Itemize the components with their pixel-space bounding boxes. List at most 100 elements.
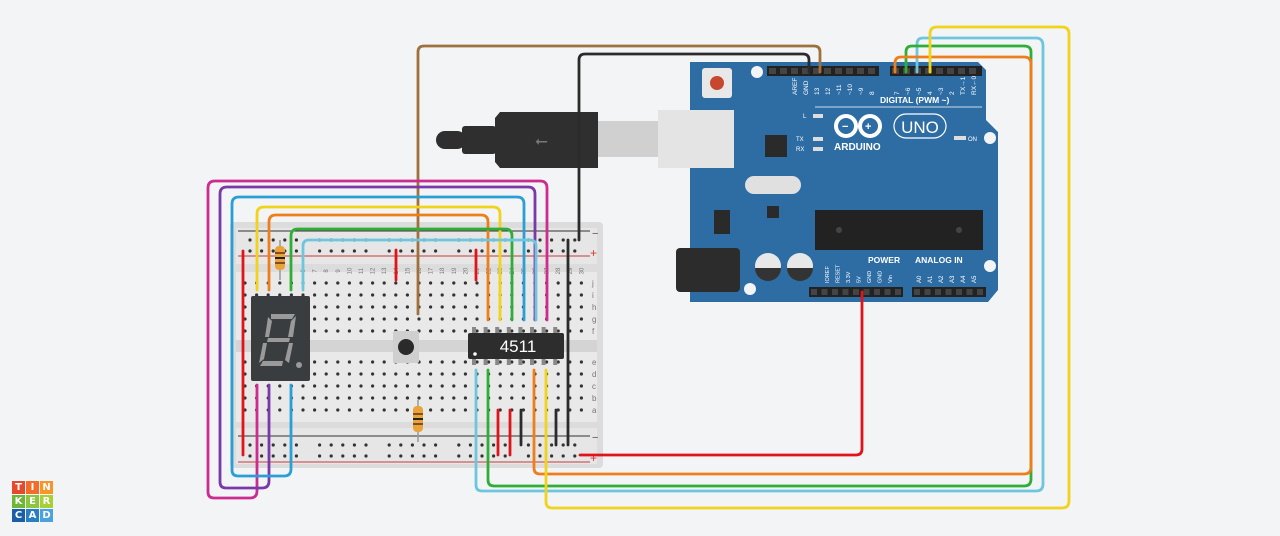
breadboard-hole[interactable] bbox=[313, 329, 317, 333]
breadboard-hole[interactable] bbox=[463, 329, 467, 333]
wire-orange[interactable] bbox=[267, 213, 490, 322]
breadboard-hole[interactable] bbox=[429, 293, 433, 297]
breadboard-hole[interactable] bbox=[405, 396, 409, 400]
wire-yellow[interactable] bbox=[544, 25, 1071, 510]
breadboard-hole[interactable] bbox=[556, 329, 560, 333]
digital-header-left[interactable] bbox=[767, 66, 879, 76]
breadboard-hole[interactable] bbox=[579, 281, 584, 285]
power-jack[interactable] bbox=[676, 248, 740, 292]
rail-hole[interactable] bbox=[457, 249, 461, 253]
breadboard-hole[interactable] bbox=[440, 317, 444, 321]
rail-hole[interactable] bbox=[468, 443, 472, 447]
pushbutton-cap[interactable] bbox=[398, 339, 414, 355]
breadboard-hole[interactable] bbox=[429, 317, 433, 321]
seven-segment-display[interactable] bbox=[251, 296, 310, 381]
header-pin[interactable] bbox=[780, 68, 787, 74]
rail-hole[interactable] bbox=[260, 454, 264, 458]
wire-brown[interactable] bbox=[416, 44, 822, 316]
wire-black[interactable] bbox=[577, 52, 811, 242]
breadboard-hole[interactable] bbox=[475, 329, 479, 333]
breadboard-hole[interactable] bbox=[417, 372, 421, 376]
rail-hole[interactable] bbox=[561, 454, 565, 458]
header-pin[interactable] bbox=[863, 289, 870, 295]
breadboard-hole[interactable] bbox=[533, 360, 537, 364]
rail-hole[interactable] bbox=[329, 454, 333, 458]
breadboard-hole[interactable] bbox=[324, 372, 328, 376]
header-pin[interactable] bbox=[868, 68, 875, 74]
breadboard-hole[interactable] bbox=[452, 329, 456, 333]
breadboard-hole[interactable] bbox=[463, 305, 467, 309]
rail-hole[interactable] bbox=[341, 443, 345, 447]
header-pin[interactable] bbox=[966, 289, 973, 295]
breadboard-hole[interactable] bbox=[278, 384, 282, 388]
breadboard-hole[interactable] bbox=[336, 396, 340, 400]
breadboard-hole[interactable] bbox=[498, 372, 502, 376]
breadboard-hole[interactable] bbox=[289, 293, 293, 297]
rail-hole[interactable] bbox=[248, 443, 252, 447]
breadboard-hole[interactable] bbox=[371, 317, 375, 321]
rail-hole[interactable] bbox=[573, 249, 577, 253]
rail-hole[interactable] bbox=[248, 238, 252, 242]
rail-hole[interactable] bbox=[503, 454, 507, 458]
rail-hole[interactable] bbox=[434, 249, 438, 253]
breadboard-hole[interactable] bbox=[463, 317, 467, 321]
rail-hole[interactable] bbox=[271, 238, 275, 242]
breadboard-hole[interactable] bbox=[394, 396, 398, 400]
breadboard-hole[interactable] bbox=[359, 396, 363, 400]
breadboard-hole[interactable] bbox=[359, 317, 363, 321]
breadboard-hole[interactable] bbox=[545, 360, 549, 364]
breadboard-hole[interactable] bbox=[452, 281, 456, 285]
breadboard-hole[interactable] bbox=[336, 293, 340, 297]
breadboard-hole[interactable] bbox=[417, 317, 421, 321]
wire-lightblue[interactable] bbox=[301, 238, 538, 322]
breadboard-hole[interactable] bbox=[313, 281, 317, 285]
breadboard-hole[interactable] bbox=[313, 408, 317, 412]
breadboard-hole[interactable] bbox=[301, 408, 305, 412]
rail-hole[interactable] bbox=[283, 454, 287, 458]
breadboard-hole[interactable] bbox=[452, 317, 456, 321]
breadboard-hole[interactable] bbox=[313, 305, 317, 309]
breadboard-hole[interactable] bbox=[359, 281, 363, 285]
rail-hole[interactable] bbox=[294, 443, 298, 447]
rail-hole[interactable] bbox=[457, 454, 461, 458]
breadboard-hole[interactable] bbox=[556, 372, 560, 376]
wire-blue[interactable] bbox=[230, 195, 526, 478]
header-pin[interactable] bbox=[945, 289, 952, 295]
breadboard-hole[interactable] bbox=[556, 384, 560, 388]
breadboard-hole[interactable] bbox=[417, 396, 421, 400]
rail-hole[interactable] bbox=[538, 443, 542, 447]
header-pin[interactable] bbox=[914, 289, 920, 295]
breadboard-hole[interactable] bbox=[313, 293, 317, 297]
rail-hole[interactable] bbox=[573, 443, 577, 447]
breadboard-hole[interactable] bbox=[498, 329, 502, 333]
breadboard-hole[interactable] bbox=[324, 305, 328, 309]
rail-hole[interactable] bbox=[492, 249, 496, 253]
rail-hole[interactable] bbox=[294, 238, 298, 242]
header-pin[interactable] bbox=[791, 68, 798, 74]
rail-hole[interactable] bbox=[503, 249, 507, 253]
breadboard-hole[interactable] bbox=[347, 281, 351, 285]
rail-hole[interactable] bbox=[341, 249, 345, 253]
header-pin[interactable] bbox=[802, 68, 809, 74]
header-pin[interactable] bbox=[769, 68, 776, 74]
rail-hole[interactable] bbox=[410, 443, 414, 447]
breadboard-hole[interactable] bbox=[347, 329, 351, 333]
breadboard-hole[interactable] bbox=[452, 408, 456, 412]
breadboard-hole[interactable] bbox=[347, 384, 351, 388]
rail-hole[interactable] bbox=[271, 454, 275, 458]
usb-port[interactable] bbox=[658, 110, 734, 168]
breadboard-hole[interactable] bbox=[405, 293, 409, 297]
header-pin[interactable] bbox=[924, 289, 931, 295]
breadboard-hole[interactable] bbox=[313, 317, 317, 321]
breadboard-hole[interactable] bbox=[579, 384, 584, 388]
breadboard-hole[interactable] bbox=[463, 281, 467, 285]
header-pin[interactable] bbox=[813, 68, 820, 74]
breadboard-hole[interactable] bbox=[440, 281, 444, 285]
breadboard-hole[interactable] bbox=[440, 372, 444, 376]
breadboard-hole[interactable] bbox=[382, 372, 386, 376]
rail-hole[interactable] bbox=[318, 249, 322, 253]
header-pin[interactable] bbox=[969, 68, 976, 74]
breadboard-hole[interactable] bbox=[429, 305, 433, 309]
breadboard-hole[interactable] bbox=[382, 305, 386, 309]
